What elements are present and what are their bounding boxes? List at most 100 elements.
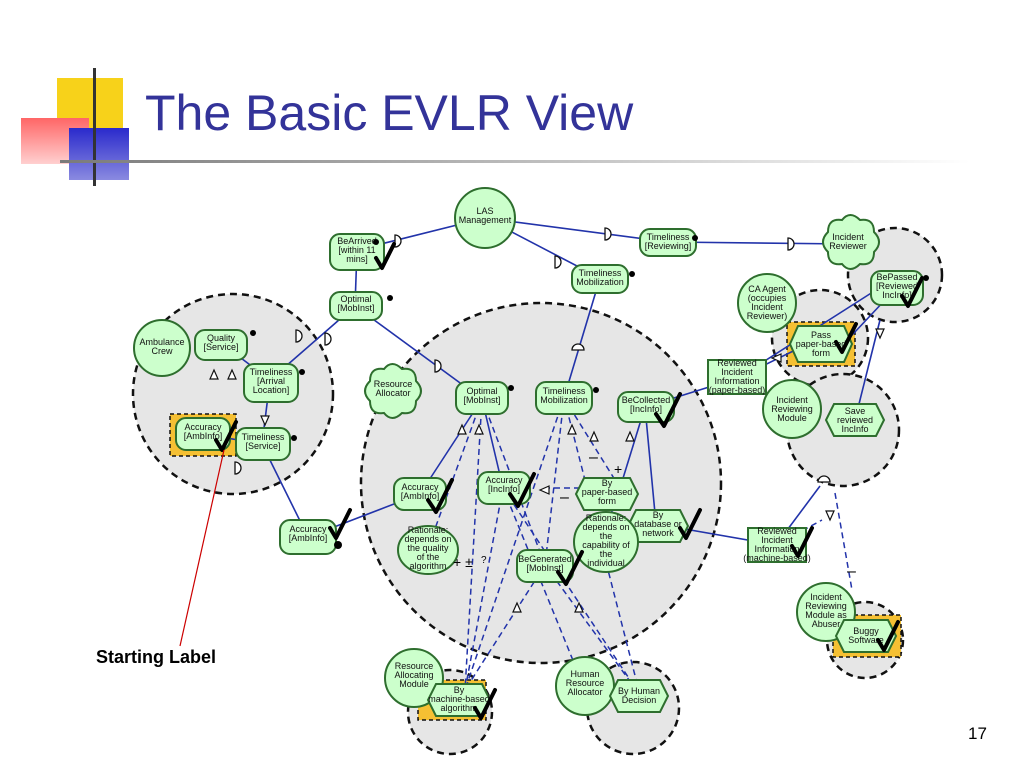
- node-label-pass-paper-form: Pass: [811, 330, 832, 340]
- node-accuracy-incinfo: [477, 471, 531, 505]
- node-label-timeliness-arrival: Location]: [253, 385, 290, 395]
- node-label-resource-allocating-module: Resource: [395, 661, 434, 671]
- node-label-reviewed-incident-machine: Information: [754, 544, 799, 554]
- node-label-ca-agent: CA Agent: [748, 284, 786, 294]
- node-label-by-paper-form: paper-based: [582, 487, 633, 497]
- node-label-rationale-quality: of the: [417, 552, 440, 562]
- node-label-be-passed: IncInfo]: [882, 290, 912, 300]
- node-label-ambulance-crew: Ambulance: [139, 337, 184, 347]
- node-label-accuracy-ambinfo-left: Accuracy: [184, 422, 222, 432]
- check-icon: [328, 508, 352, 540]
- node-label-reviewed-incident-paper: Reviewed: [717, 358, 757, 368]
- title-divider: [60, 160, 970, 163]
- role-nodes: [364, 214, 880, 419]
- node-timeliness-service: [235, 427, 291, 461]
- rationale-nodes: [397, 511, 639, 575]
- node-label-rationale-capability: the: [600, 549, 613, 559]
- node-label-be-generated: [MobInst]: [526, 563, 563, 573]
- check-icon: [374, 242, 396, 270]
- contribution-plus: +: [614, 461, 622, 477]
- node-timeliness-reviewing: [639, 228, 697, 257]
- check-icon: [473, 688, 497, 720]
- node-label-timeliness-service: Timeliness: [242, 432, 285, 442]
- task-nodes: [426, 325, 898, 717]
- node-label-reviewed-incident-machine: Incident: [761, 535, 793, 545]
- node-reviewed-incident-paper: [707, 359, 767, 395]
- node-resource-allocating-module: [384, 648, 444, 708]
- node-label-be-arrived: BeArrived: [337, 236, 377, 246]
- node-label-buggy-software: Software: [848, 635, 884, 645]
- check-icon: [876, 620, 900, 652]
- node-label-be-passed: [Reviewed: [876, 281, 918, 291]
- node-rationale-capability: [573, 511, 639, 573]
- node-label-pass-paper-form: form: [812, 348, 830, 358]
- node-label-by-database: network: [642, 528, 674, 538]
- node-timeliness-mobilization-top: [571, 264, 629, 294]
- node-label-accuracy-ambinfo-mid: Accuracy: [401, 482, 439, 492]
- check-marks: [214, 242, 924, 720]
- node-label-by-database: By: [653, 510, 664, 520]
- link-markers: [234, 227, 831, 483]
- node-label-resource-allocator: Allocator: [375, 388, 410, 398]
- node-label-reviewed-incident-machine: Reviewed: [757, 526, 797, 536]
- node-label-be-arrived: [within 11: [338, 245, 375, 255]
- node-label-save-reviewed: Save: [845, 406, 866, 416]
- page-number: 17: [968, 724, 987, 743]
- node-label-timeliness-service: [Service]: [245, 441, 280, 451]
- node-label-human-resource-allocator: Resource: [566, 678, 605, 688]
- node-label-save-reviewed: IncInfo: [841, 424, 868, 434]
- node-label-incident-module-abuser: Incident: [810, 592, 842, 602]
- node-label-incident-reviewing-module: Module: [777, 413, 807, 423]
- node-label-incident-reviewing-module: Incident: [776, 395, 808, 405]
- node-be-passed: [870, 270, 924, 306]
- check-icon: [214, 420, 238, 452]
- check-icon: [678, 508, 702, 540]
- node-label-timeliness-arrival: [Arrival: [257, 376, 285, 386]
- node-label-optimal-mobinst-mid: [MobInst]: [463, 395, 500, 405]
- agent-nodes: [133, 187, 856, 716]
- node-label-timeliness-mobilization-top: Mobilization: [576, 277, 624, 287]
- node-optimal-mobinst-mid: [455, 381, 509, 415]
- node-label-incident-reviewer: Reviewer: [829, 241, 867, 251]
- node-label-rationale-quality: algorithm: [409, 561, 446, 571]
- node-label-quality-service: Quality: [207, 333, 236, 343]
- node-save-reviewed: [824, 403, 886, 437]
- node-label-by-database: database or: [634, 519, 682, 529]
- node-label-timeliness-mobilization-mid: Mobilization: [540, 395, 588, 405]
- check-icon: [790, 526, 814, 558]
- node-label-accuracy-incinfo: [IncInfo]: [488, 484, 520, 494]
- node-label-timeliness-reviewing: Timeliness: [647, 232, 690, 242]
- node-label-incident-module-abuser: Module as: [805, 610, 847, 620]
- node-label-human-resource-allocator: Allocator: [567, 687, 602, 697]
- node-label-accuracy-ambinfo-left: [AmbInfo]: [184, 431, 223, 441]
- node-label-incident-module-abuser: Reviewing: [805, 601, 847, 611]
- node-timeliness-arrival: [243, 363, 299, 403]
- node-label-rationale-capability: Rationale:: [586, 513, 627, 523]
- node-label-ca-agent: Reviewer): [747, 311, 788, 321]
- node-label-by-machine-algorithm: machine-based: [428, 694, 490, 704]
- node-pass-paper-form: [788, 325, 854, 363]
- node-label-be-collected: BeCollected: [622, 395, 671, 405]
- node-by-paper-form: [574, 477, 640, 511]
- node-label-by-paper-form: By: [602, 478, 613, 488]
- node-label-be-passed: BePassed: [876, 272, 917, 282]
- check-icon: [508, 472, 536, 508]
- node-label-rationale-capability: the: [600, 531, 613, 541]
- check-icon: [900, 276, 924, 308]
- node-label-incident-module-abuser: Abuser: [812, 619, 841, 629]
- node-label-timeliness-arrival: Timeliness: [250, 367, 293, 377]
- node-las-management: [454, 187, 516, 249]
- starting-label-pointer: [179, 449, 225, 647]
- node-label-be-collected: [IncInfo]: [630, 404, 662, 414]
- node-label-rationale-capability: capability of: [582, 540, 630, 550]
- node-label-accuracy-ambinfo-bottom: [AmbInfo]: [289, 533, 328, 543]
- node-label-accuracy-incinfo: Accuracy: [485, 475, 523, 485]
- node-label-optimal-mobinst-mid: Optimal: [466, 386, 497, 396]
- node-label-timeliness-mobilization-mid: Timeliness: [543, 386, 586, 396]
- boundaries: [131, 226, 944, 756]
- contribution-minus-3: –: [847, 563, 856, 580]
- node-quality-service: [194, 329, 248, 361]
- node-label-reviewed-incident-paper: Information: [714, 376, 759, 386]
- node-label-las-management: LAS: [476, 206, 493, 216]
